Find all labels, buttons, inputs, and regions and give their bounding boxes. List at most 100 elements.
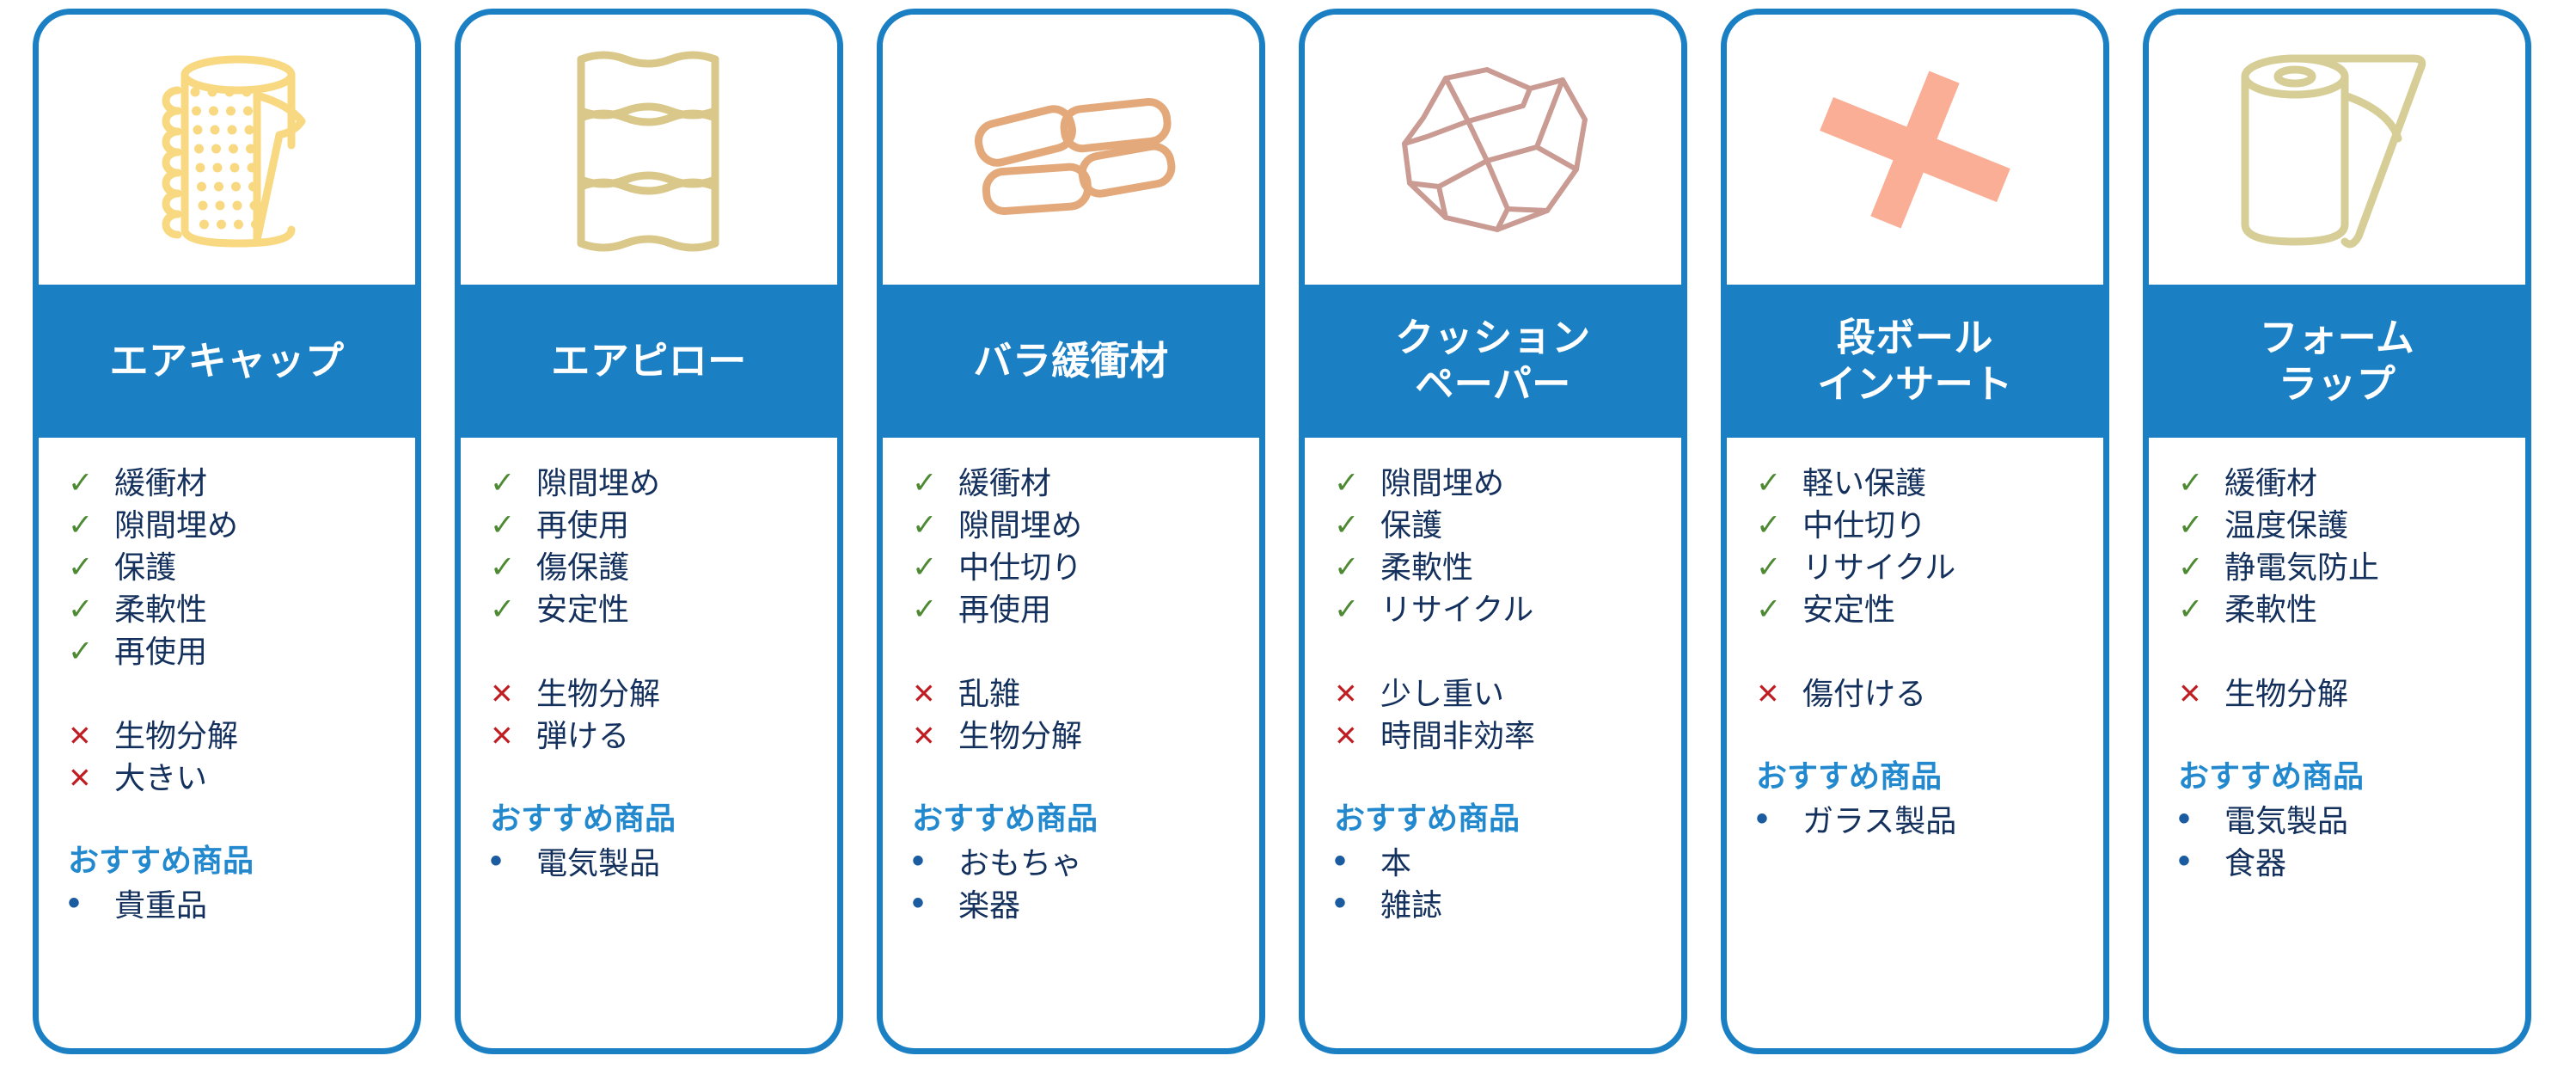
pro-item-label: 保護 — [114, 549, 177, 585]
bullet-icon: • — [2178, 842, 2191, 880]
foam-wrap-roll-icon — [2149, 15, 2525, 285]
check-icon: ✓ — [1756, 508, 1782, 542]
cross-icon: ✕ — [68, 720, 92, 752]
pro-item-label: 隙間埋め — [1380, 465, 1505, 500]
pro-item-label: 安定性 — [536, 592, 630, 627]
cross-icon: ✕ — [2178, 678, 2202, 709]
crumpled-paper-icon — [1305, 15, 1681, 285]
pro-item-label: 緩衝材 — [958, 465, 1052, 500]
material-card-cardboard-insert[interactable]: 段ボール インサート✓軽い保護✓中仕切り✓リサイクル✓安定性✕傷付けるおすすめ商… — [1721, 9, 2109, 1054]
pro-item: ✓リサイクル — [1305, 588, 1681, 630]
recommended-block: おすすめ商品•電気製品 — [461, 799, 837, 884]
pro-item: ✓中仕切り — [1727, 504, 2103, 546]
recommended-heading: おすすめ商品 — [1334, 801, 1521, 836]
material-card-air-pillow[interactable]: エアピロー✓隙間埋め✓再使用✓傷保護✓安定性✕生物分解✕弾けるおすすめ商品•電気… — [455, 9, 843, 1054]
pro-item-label: 傷保護 — [536, 549, 630, 585]
con-item-label: 生物分解 — [958, 718, 1083, 753]
pros-list: ✓隙間埋め✓保護✓柔軟性✓リサイクル — [1305, 462, 1681, 630]
recommended-block: おすすめ商品•電気製品•食器 — [2149, 757, 2525, 884]
recommended-item: •楽器 — [883, 884, 1259, 926]
pro-item-label: 軽い保護 — [1802, 465, 1927, 500]
pro-item-label: 緩衝材 — [114, 465, 208, 500]
card-header-cushion-paper: クッション ペーパー — [1305, 285, 1681, 438]
pros-list: ✓緩衝材✓隙間埋め✓保護✓柔軟性✓再使用 — [39, 462, 415, 672]
card-title: 段ボール インサート — [1817, 316, 2013, 406]
cons-list: ✕傷付ける — [1727, 672, 2103, 715]
con-item: ✕時間非効率 — [1305, 715, 1681, 757]
pro-item-label: 柔軟性 — [2224, 592, 2318, 627]
con-item: ✕乱雑 — [883, 672, 1259, 715]
material-card-air-cap[interactable]: エアキャップ✓緩衝材✓隙間埋め✓保護✓柔軟性✓再使用✕生物分解✕大きいおすすめ商… — [33, 9, 421, 1054]
check-icon: ✓ — [1756, 466, 1782, 500]
pro-item: ✓ 緩衝材 — [883, 462, 1259, 504]
material-card-loose-fill[interactable]: バラ緩衝材✓緩衝材✓隙間埋め✓中仕切り✓再使用✕乱雑✕生物分解おすすめ商品•おも… — [877, 9, 1265, 1054]
pro-item-label: 隙間埋め — [958, 507, 1083, 543]
cross-icon: ✕ — [68, 762, 92, 794]
con-item-label: 大きい — [114, 760, 208, 795]
card-header-cardboard-insert: 段ボール インサート — [1727, 285, 2103, 438]
cross-icon: ✕ — [1334, 678, 1358, 709]
card-header-air-pillow: エアピロー — [461, 285, 837, 438]
con-item: ✕生物分解 — [883, 715, 1259, 757]
pro-item: ✓再使用 — [461, 504, 837, 546]
check-icon: ✓ — [912, 466, 938, 500]
pro-item: ✓ 傷保護 — [461, 546, 837, 588]
check-icon: ✓ — [1334, 592, 1360, 626]
check-icon: ✓ — [912, 508, 938, 542]
cons-list: ✕ 生物分解 — [2149, 672, 2525, 715]
loose-fill-peanuts-icon — [883, 15, 1259, 285]
check-icon: ✓ — [2178, 466, 2204, 500]
pro-item: ✓温度保護 — [2149, 504, 2525, 546]
pro-item-label: リサイクル — [1802, 549, 1956, 585]
check-icon: ✓ — [490, 550, 516, 584]
pro-item-label: 再使用 — [958, 592, 1052, 627]
pro-item-label: 保護 — [1380, 507, 1443, 543]
check-icon: ✓ — [68, 592, 94, 626]
cardboard-cross-insert-icon — [1727, 15, 2103, 285]
pro-item: ✓安定性 — [461, 588, 837, 630]
pro-item: ✓隙間埋め — [1305, 462, 1681, 504]
recommended-block: おすすめ商品•おもちゃ•楽器 — [883, 799, 1259, 926]
card-body-cardboard-insert: ✓軽い保護✓中仕切り✓リサイクル✓安定性✕傷付けるおすすめ商品•ガラス製品 — [1727, 438, 2103, 1048]
material-card-foam-wrap[interactable]: フォーム ラップ✓緩衝材✓温度保護✓静電気防止✓柔軟性✕生物分解おすすめ商品•電… — [2143, 9, 2531, 1054]
con-item: ✕ 生物分解 — [2149, 672, 2525, 715]
check-icon: ✓ — [1334, 550, 1360, 584]
con-item: ✕生物分解 — [461, 672, 837, 715]
recommended-block: おすすめ商品 •ガラス製品 — [1727, 757, 2103, 842]
pro-item: ✓静電気防止 — [2149, 546, 2525, 588]
check-icon: ✓ — [68, 466, 94, 500]
card-body-air-cap: ✓緩衝材✓隙間埋め✓保護✓柔軟性✓再使用✕生物分解✕大きいおすすめ商品•貴重品 — [39, 438, 415, 1048]
card-title: クッション ペーパー — [1395, 316, 1591, 406]
recommended-heading: おすすめ商品 — [1756, 758, 1943, 794]
cross-icon: ✕ — [490, 678, 514, 709]
card-body-air-pillow: ✓隙間埋め✓再使用✓傷保護✓安定性✕生物分解✕弾けるおすすめ商品•電気製品 — [461, 438, 837, 1048]
material-card-cushion-paper[interactable]: クッション ペーパー✓隙間埋め✓保護✓柔軟性✓リサイクル✕少し重い✕時間非効率お… — [1299, 9, 1687, 1054]
recommended-item: •電気製品 — [2149, 800, 2525, 842]
card-header-foam-wrap: フォーム ラップ — [2149, 285, 2525, 438]
check-icon: ✓ — [68, 550, 94, 584]
recommended-heading: おすすめ商品 — [2178, 758, 2365, 794]
check-icon: ✓ — [1756, 550, 1782, 584]
con-item: ✕傷付ける — [1727, 672, 2103, 715]
check-icon: ✓ — [912, 550, 938, 584]
con-item: ✕ 大きい — [39, 757, 415, 799]
recommended-item: •雑誌 — [1305, 884, 1681, 926]
pro-item: ✓柔軟性 — [39, 588, 415, 630]
recommended-block: おすすめ商品•貴重品 — [39, 841, 415, 926]
cons-list: ✕乱雑✕生物分解 — [883, 672, 1259, 757]
pro-item-label: 静電気防止 — [2224, 549, 2380, 585]
pro-item: ✓ リサイクル — [1727, 546, 2103, 588]
card-body-foam-wrap: ✓緩衝材✓温度保護✓静電気防止✓柔軟性✕生物分解おすすめ商品•電気製品•食器 — [2149, 438, 2525, 1048]
con-item-label: 生物分解 — [2224, 676, 2349, 711]
check-icon: ✓ — [912, 592, 938, 626]
bullet-icon: • — [1334, 842, 1347, 880]
con-item: ✕弾ける — [461, 715, 837, 757]
pros-list: ✓緩衝材✓隙間埋め✓中仕切り✓再使用 — [883, 462, 1259, 630]
pro-item: ✓ 隙間埋め — [883, 504, 1259, 546]
cons-list: ✕生物分解✕大きい — [39, 715, 415, 799]
check-icon: ✓ — [490, 466, 516, 500]
pro-item-label: 温度保護 — [2224, 507, 2349, 543]
recommended-item: •ガラス製品 — [1727, 800, 2103, 842]
pro-item: ✓ 軽い保護 — [1727, 462, 2103, 504]
cross-icon: ✕ — [1756, 678, 1780, 709]
